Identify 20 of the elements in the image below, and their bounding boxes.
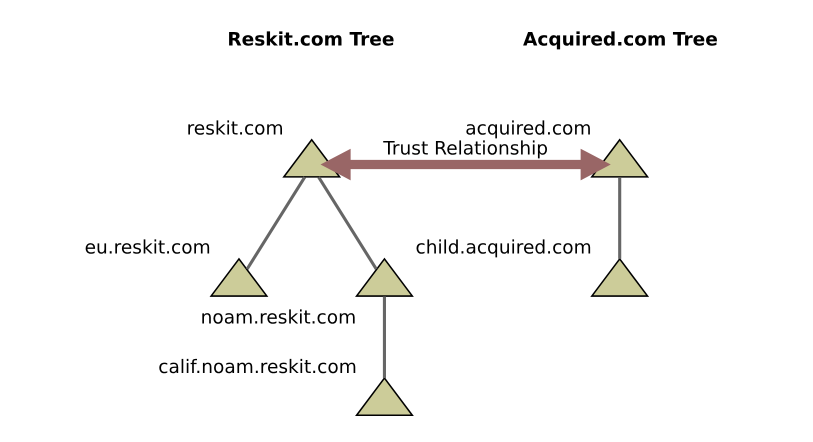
edge-label: Trust Relationship: [383, 138, 548, 160]
connector: [382, 296, 386, 378]
arrow: [320, 148, 611, 180]
connector: [317, 176, 378, 270]
node-label: calif.noam.reskit.com: [158, 356, 357, 378]
node-label: reskit.com: [186, 118, 284, 140]
node-label: acquired.com: [465, 118, 592, 140]
node-triangle: [210, 258, 268, 297]
node-triangle: [590, 138, 650, 178]
node-triangle: [590, 258, 650, 297]
connector: [246, 176, 306, 270]
node-triangle: [355, 258, 414, 297]
label: Acquired.com Tree: [522, 29, 718, 50]
node-triangle: [355, 376, 414, 416]
node-triangle: [282, 138, 342, 178]
node-label: child.acquired.com: [416, 238, 592, 259]
node-label: noam.reskit.com: [200, 307, 356, 328]
node-label: eu.reskit.com: [84, 238, 211, 259]
connector: [618, 177, 622, 259]
label: Reskit.com Tree: [227, 29, 394, 50]
